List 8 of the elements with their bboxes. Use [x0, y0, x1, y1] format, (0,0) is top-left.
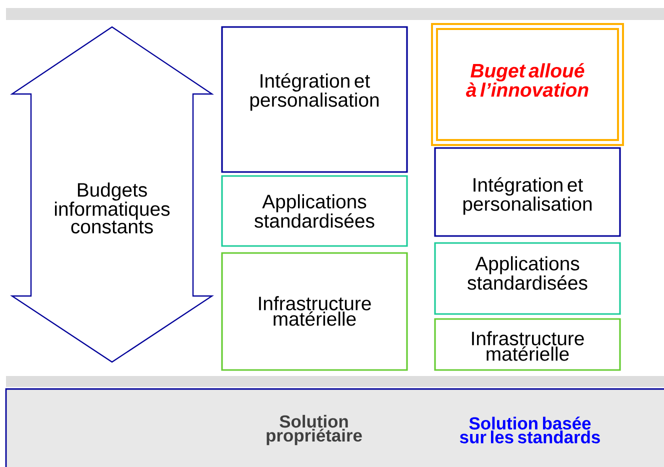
innovation-box: Buget alloué à l’innovation	[431, 23, 624, 146]
infrastructure-box: Infrastructure matérielle	[434, 318, 621, 371]
integration-box: Intégration et personalisation	[434, 147, 621, 237]
integration-box: Intégration et personalisation	[221, 26, 408, 173]
applications-box: Applications standardisées	[221, 175, 408, 247]
infrastructure-box: Infrastructure matérielle	[221, 252, 408, 371]
applications-box: Applications standardisées	[434, 242, 621, 315]
footer-panel: Solution propriétaire Solution basée sur les standards	[5, 388, 664, 467]
